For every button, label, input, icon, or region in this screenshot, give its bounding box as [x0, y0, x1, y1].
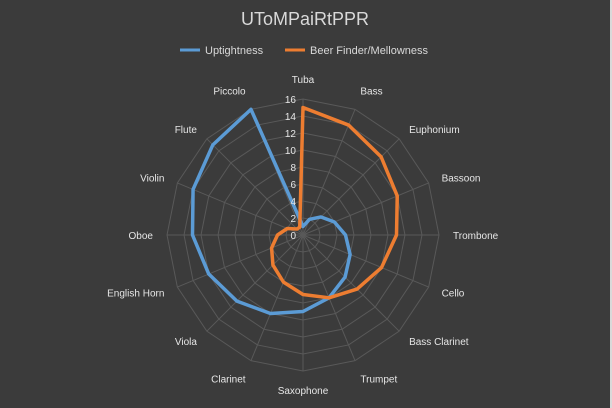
category-label-clarinet: Clarinet	[211, 375, 246, 386]
grid-spoke	[177, 182, 304, 236]
grid-spoke	[302, 182, 429, 236]
category-label-cello: Cello	[442, 288, 465, 299]
legend: Uptightness Beer Finder/Mellowness	[180, 45, 428, 57]
category-label-viola: Viola	[175, 337, 197, 348]
grid-spoke	[206, 234, 304, 332]
grid-spoke	[206, 138, 304, 236]
radial-tick-labels: 0 2 4 6 8 10 12 14 16	[285, 95, 297, 242]
grid-spoke	[177, 234, 304, 288]
category-label-tuba: Tuba	[292, 75, 315, 86]
category-label-oboe: Oboe	[129, 231, 154, 242]
category-label-flute: Flute	[175, 125, 198, 136]
chart-title: UToMPaiRtPPR	[241, 9, 369, 29]
grid-spoke	[250, 234, 304, 361]
radial-tick-label: 0	[290, 231, 296, 242]
category-label-bassoon: Bassoon	[442, 174, 481, 185]
series-line-uptightness	[190, 107, 352, 316]
radial-tick-label: 12	[285, 129, 297, 140]
radial-tick-label: 4	[290, 197, 296, 208]
grid-spoke	[302, 234, 400, 332]
category-label-trumpet: Trumpet	[360, 375, 397, 386]
series-line-beer-finder-mellowness	[269, 105, 399, 300]
category-label-piccolo: Piccolo	[213, 86, 246, 97]
radial-tick-label: 8	[290, 163, 296, 174]
grid-spoke	[302, 109, 356, 236]
radial-tick-label: 14	[285, 112, 297, 123]
radial-tick-label: 10	[285, 146, 297, 157]
category-label-violin: Violin	[140, 174, 164, 185]
category-label-bass-clarinet: Bass Clarinet	[409, 337, 469, 348]
category-label-saxophone: Saxophone	[278, 386, 329, 397]
grid-spoke	[302, 234, 429, 288]
radial-tick-label: 2	[290, 214, 296, 225]
legend-label-beer-finder-mellowness: Beer Finder/Mellowness	[310, 45, 428, 57]
category-label-english-horn: English Horn	[107, 288, 164, 299]
category-label-euphonium: Euphonium	[409, 125, 460, 136]
legend-label-uptightness: Uptightness	[205, 45, 264, 57]
radial-tick-label: 16	[285, 95, 297, 106]
category-labels: TubaBassEuphoniumBassoonTromboneCelloBas…	[107, 75, 498, 397]
category-label-bass: Bass	[360, 86, 382, 97]
radial-tick-label: 6	[290, 180, 296, 191]
category-label-trombone: Trombone	[453, 231, 499, 242]
radar-series	[190, 105, 399, 316]
